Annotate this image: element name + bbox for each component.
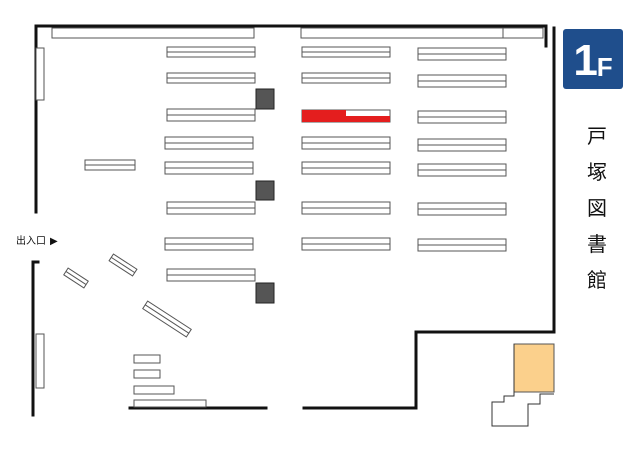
stair-outline — [491, 344, 554, 427]
library-name: 戸塚図書館 — [587, 124, 607, 292]
shelf-lower-left — [84, 159, 207, 408]
entrance-arrow-icon: ▶ — [50, 236, 58, 247]
shelf — [144, 304, 190, 334]
orange-room — [513, 343, 555, 393]
wall-panel-top-left — [51, 27, 255, 39]
shelf-column-c — [417, 47, 507, 252]
highlight-shelf-red-lower — [302, 116, 390, 122]
floor-number: 1 — [573, 36, 598, 85]
highlight-shelf-red-upper — [302, 110, 346, 117]
entrance-text: 出入口 — [16, 236, 46, 247]
pillar — [255, 282, 275, 304]
angled-shelves — [63, 253, 192, 338]
shelf — [110, 256, 136, 274]
outer-walls — [31, 24, 556, 417]
shelf — [133, 399, 207, 408]
wall-panels — [35, 27, 544, 389]
wall-right — [414, 26, 556, 410]
entrance-label: 出入口 ▶ — [16, 232, 58, 247]
pillar — [255, 88, 275, 110]
wall-top-left — [34, 24, 548, 214]
columns — [255, 88, 275, 304]
pillar — [255, 180, 275, 201]
wall-panel-left-upper — [35, 47, 45, 101]
shelf-column-b — [301, 46, 391, 251]
floor-letter: F — [596, 52, 613, 82]
stair-room — [491, 343, 555, 427]
shelf — [133, 369, 161, 379]
wall-panel-left-lower — [35, 333, 45, 389]
wall-panel-top-right — [300, 27, 544, 39]
shelf — [133, 354, 161, 364]
floor-badge: 1 F — [563, 29, 623, 89]
shelf — [133, 385, 175, 395]
shelf — [65, 271, 87, 285]
shelf-column-a — [164, 46, 256, 282]
bookshelves — [63, 46, 507, 408]
highlighted-shelf — [301, 109, 391, 123]
